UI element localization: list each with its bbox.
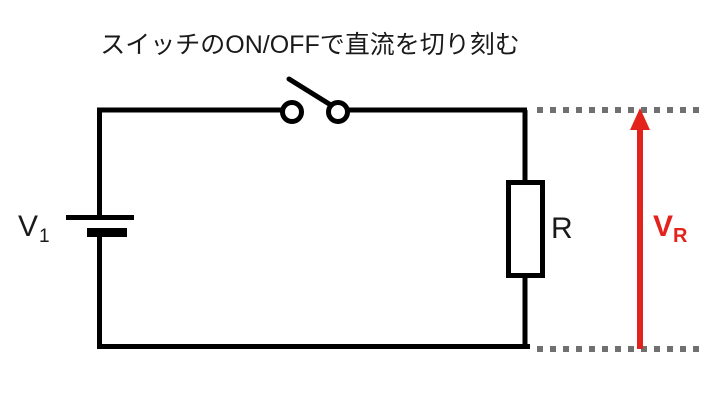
resistor-symbol <box>506 180 545 278</box>
switch-left-terminal-icon <box>280 100 304 124</box>
vr-measurement-arrow <box>630 108 650 349</box>
switch-right-terminal-icon <box>326 100 350 124</box>
vr-label-main: V <box>653 210 674 243</box>
source-label-main: V <box>18 210 39 243</box>
battery-short-plate <box>87 228 127 237</box>
switch-blade <box>286 76 337 110</box>
source-label-subscript: 1 <box>39 226 50 247</box>
vr-arrow-head-icon <box>630 108 650 130</box>
resistor-label: R <box>551 212 573 245</box>
battery-long-plate <box>66 215 134 220</box>
battery-symbol <box>66 215 134 237</box>
switch-symbol[interactable] <box>280 76 350 124</box>
caption-label: スイッチのON/OFFで直流を切り刻む <box>100 31 520 59</box>
vr-label: VR <box>653 210 687 247</box>
vr-label-subscript: R <box>673 225 688 247</box>
source-label: V1 <box>18 210 50 248</box>
